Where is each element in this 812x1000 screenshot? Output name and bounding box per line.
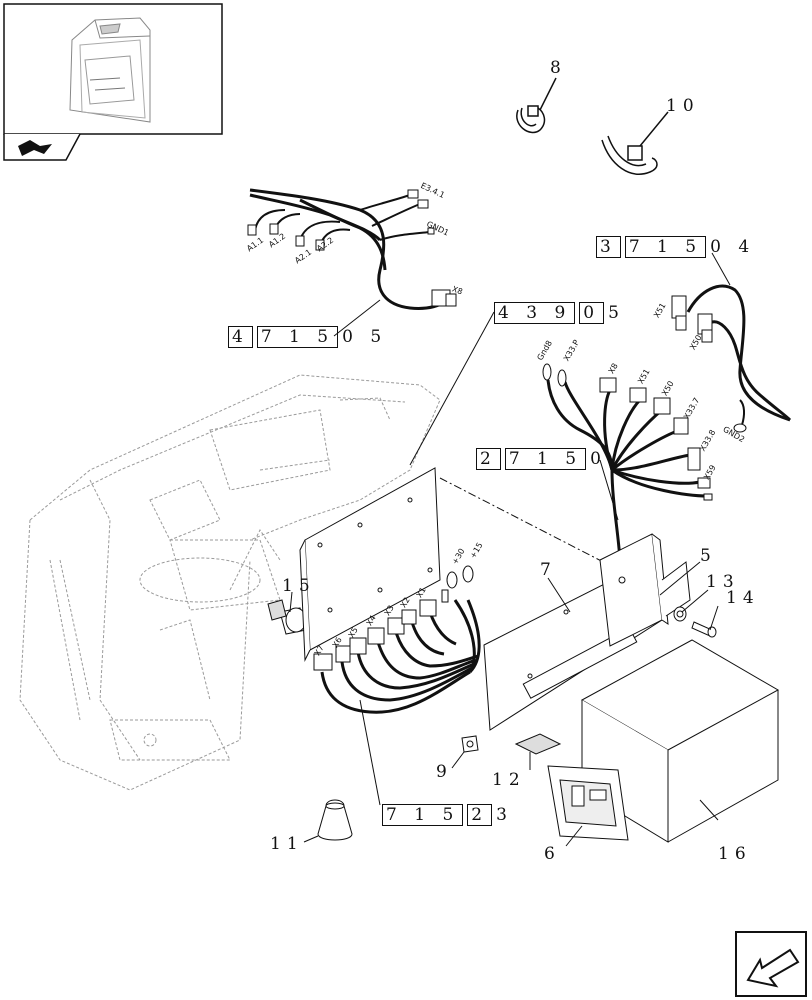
- part-number-15: 15: [282, 576, 316, 596]
- harness-2-715-0-connectors: [542, 363, 713, 501]
- machine-thumbnail-icon[interactable]: [3, 3, 223, 161]
- clip-part-10[interactable]: [601, 111, 669, 175]
- part-number-10: 10: [666, 96, 700, 116]
- nut-part-13[interactable]: [673, 606, 687, 622]
- harness-7-715-2-3-connectors: [313, 565, 474, 671]
- switch-part-15[interactable]: [267, 599, 307, 635]
- part-number-11: 11: [270, 834, 304, 854]
- assembly-line: [439, 477, 616, 569]
- harness-3-715-04-connectors: [671, 295, 747, 433]
- part-number-9: 9: [436, 762, 453, 782]
- clip-part-9[interactable]: [461, 735, 479, 753]
- part-number-8: 8: [550, 58, 567, 78]
- clip-part-8[interactable]: [516, 77, 557, 134]
- box-part-16[interactable]: [580, 639, 780, 843]
- harness-2-715-0[interactable]: [546, 379, 709, 561]
- harness-3-715-04[interactable]: [686, 284, 792, 426]
- leader-lines: [289, 252, 731, 847]
- part-number-13: 13: [706, 572, 740, 592]
- next-page-arrow-icon[interactable]: [735, 931, 807, 997]
- part-number-16: 16: [718, 844, 752, 864]
- grommet-part-11[interactable]: [317, 799, 353, 841]
- harness-4-715-05-connectors: [247, 189, 457, 307]
- part-number-5: 5: [700, 546, 717, 566]
- part-number-7: 7: [540, 560, 557, 580]
- panel-4-439-0-5[interactable]: [299, 467, 441, 662]
- label-part-12[interactable]: [514, 733, 562, 755]
- card-part-6[interactable]: [547, 765, 629, 841]
- part-number-14: 14: [726, 588, 760, 608]
- part-number-6: 6: [544, 844, 561, 864]
- cab-floor-outline: [19, 374, 441, 791]
- part-number-12: 12: [492, 770, 526, 790]
